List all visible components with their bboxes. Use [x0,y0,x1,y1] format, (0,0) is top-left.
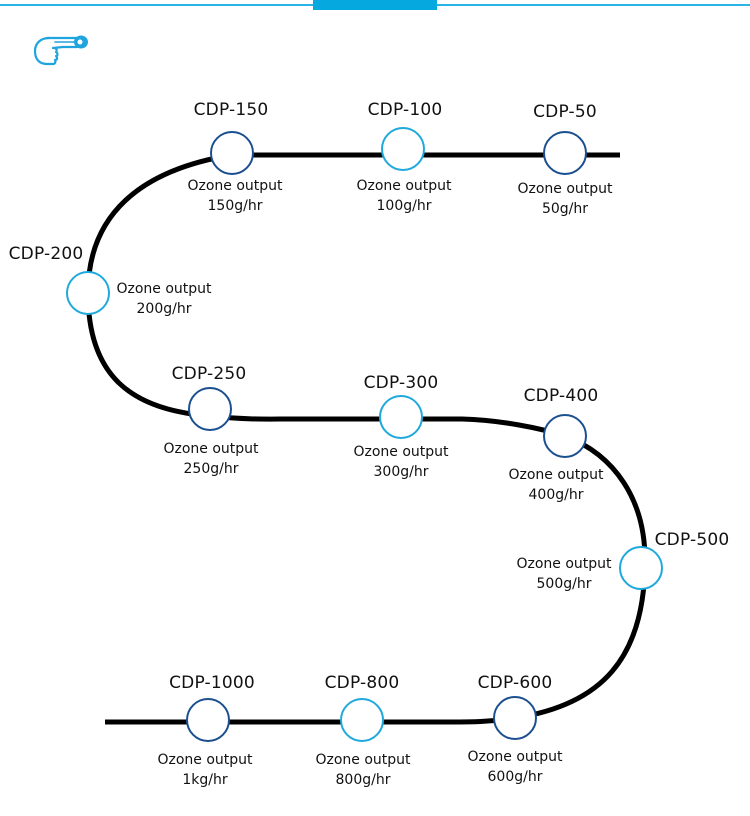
node-description-cdp-250: Ozone output 250g/hr [163,439,258,479]
pointing-hand-icon [33,35,88,66]
node-desc-label: Ozone output [356,178,452,194]
node-desc-label: Ozone output [187,178,283,194]
node-desc-value: 150g/hr [207,198,263,214]
node-desc-value: 500g/hr [536,576,592,592]
header-accent-tab [313,0,437,10]
node-title-cdp-50: CDP-50 [533,102,597,122]
node-desc-label: Ozone output [157,752,253,768]
node-description-cdp-500: Ozone output 500g/hr [516,554,611,594]
node-desc-value: 50g/hr [541,201,589,217]
node-desc-value: 250g/hr [183,461,239,477]
node-title-cdp-400: CDP-400 [523,386,599,406]
node-desc-value: 200g/hr [136,301,192,317]
node-description-cdp-300: Ozone output 300g/hr [353,442,448,482]
node-desc-label: Ozone output [516,556,612,572]
node-circle-cdp-150 [210,131,254,175]
node-circle-cdp-200 [66,271,110,315]
node-title-cdp-800: CDP-800 [324,673,400,693]
node-desc-label: Ozone output [353,444,449,460]
node-circle-cdp-400 [543,414,587,458]
node-circle-cdp-500 [619,546,663,590]
node-desc-label: Ozone output [163,441,259,457]
node-description-cdp-400: Ozone output 400g/hr [508,465,603,505]
node-circle-cdp-600 [493,696,537,740]
node-circle-cdp-300 [379,395,423,439]
node-description-cdp-800: Ozone output 800g/hr [315,750,410,790]
node-desc-value: 400g/hr [528,487,584,503]
node-description-cdp-600: Ozone output 600g/hr [467,747,562,787]
node-desc-value: 800g/hr [335,772,391,788]
node-title-cdp-200: CDP-200 [8,244,84,264]
node-desc-value: 1kg/hr [182,772,228,788]
node-title-cdp-600: CDP-600 [477,673,553,693]
node-desc-label: Ozone output [315,752,411,768]
node-desc-value: 100g/hr [376,198,432,214]
node-circle-cdp-50 [543,131,587,175]
node-desc-label: Ozone output [116,281,212,297]
node-title-cdp-100: CDP-100 [367,100,443,120]
node-circle-cdp-800 [340,698,384,742]
node-description-cdp-100: Ozone output 100g/hr [356,176,451,216]
node-title-cdp-1000: CDP-1000 [169,673,255,693]
node-description-cdp-1000: Ozone output 1kg/hr [157,750,252,790]
node-circle-cdp-100 [381,127,425,171]
node-description-cdp-50: Ozone output 50g/hr [517,179,612,219]
node-circle-cdp-1000 [186,698,230,742]
node-desc-label: Ozone output [508,467,604,483]
node-description-cdp-150: Ozone output 150g/hr [187,176,282,216]
node-title-cdp-300: CDP-300 [363,373,439,393]
node-title-cdp-150: CDP-150 [193,100,269,120]
node-circle-cdp-250 [188,387,232,431]
node-title-cdp-250: CDP-250 [171,364,247,384]
node-description-cdp-200: Ozone output 200g/hr [116,279,211,319]
node-desc-value: 300g/hr [373,464,429,480]
node-desc-label: Ozone output [517,181,613,197]
node-desc-value: 600g/hr [487,769,543,785]
node-title-cdp-500: CDP-500 [654,530,730,550]
node-desc-label: Ozone output [467,749,563,765]
